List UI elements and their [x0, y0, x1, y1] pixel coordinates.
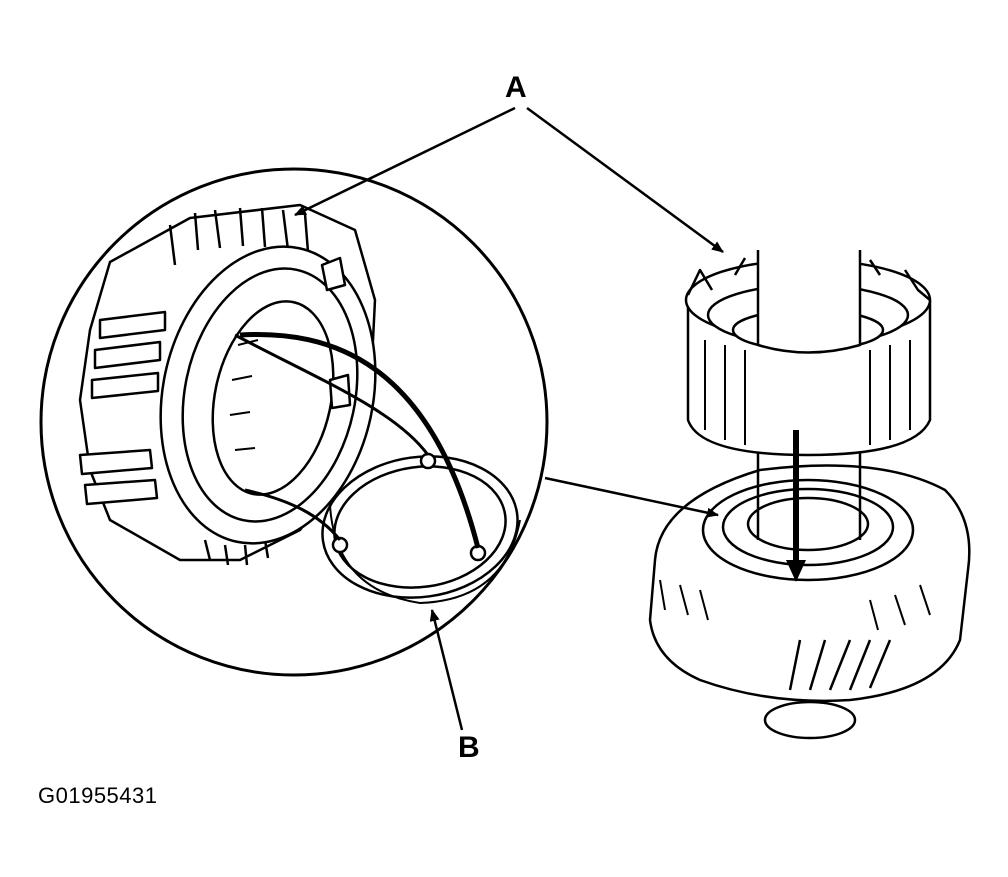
- install-arrow: [786, 430, 806, 582]
- figure-id: G01955431: [38, 783, 158, 808]
- synchronizer-hub-detail: [78, 203, 377, 566]
- alignment-lines: [234, 332, 481, 549]
- callout-label-b: B: [458, 731, 480, 764]
- callout-leaders: [294, 106, 724, 731]
- shaft-assembly: [648, 250, 971, 740]
- callout-label-a: A: [505, 71, 527, 104]
